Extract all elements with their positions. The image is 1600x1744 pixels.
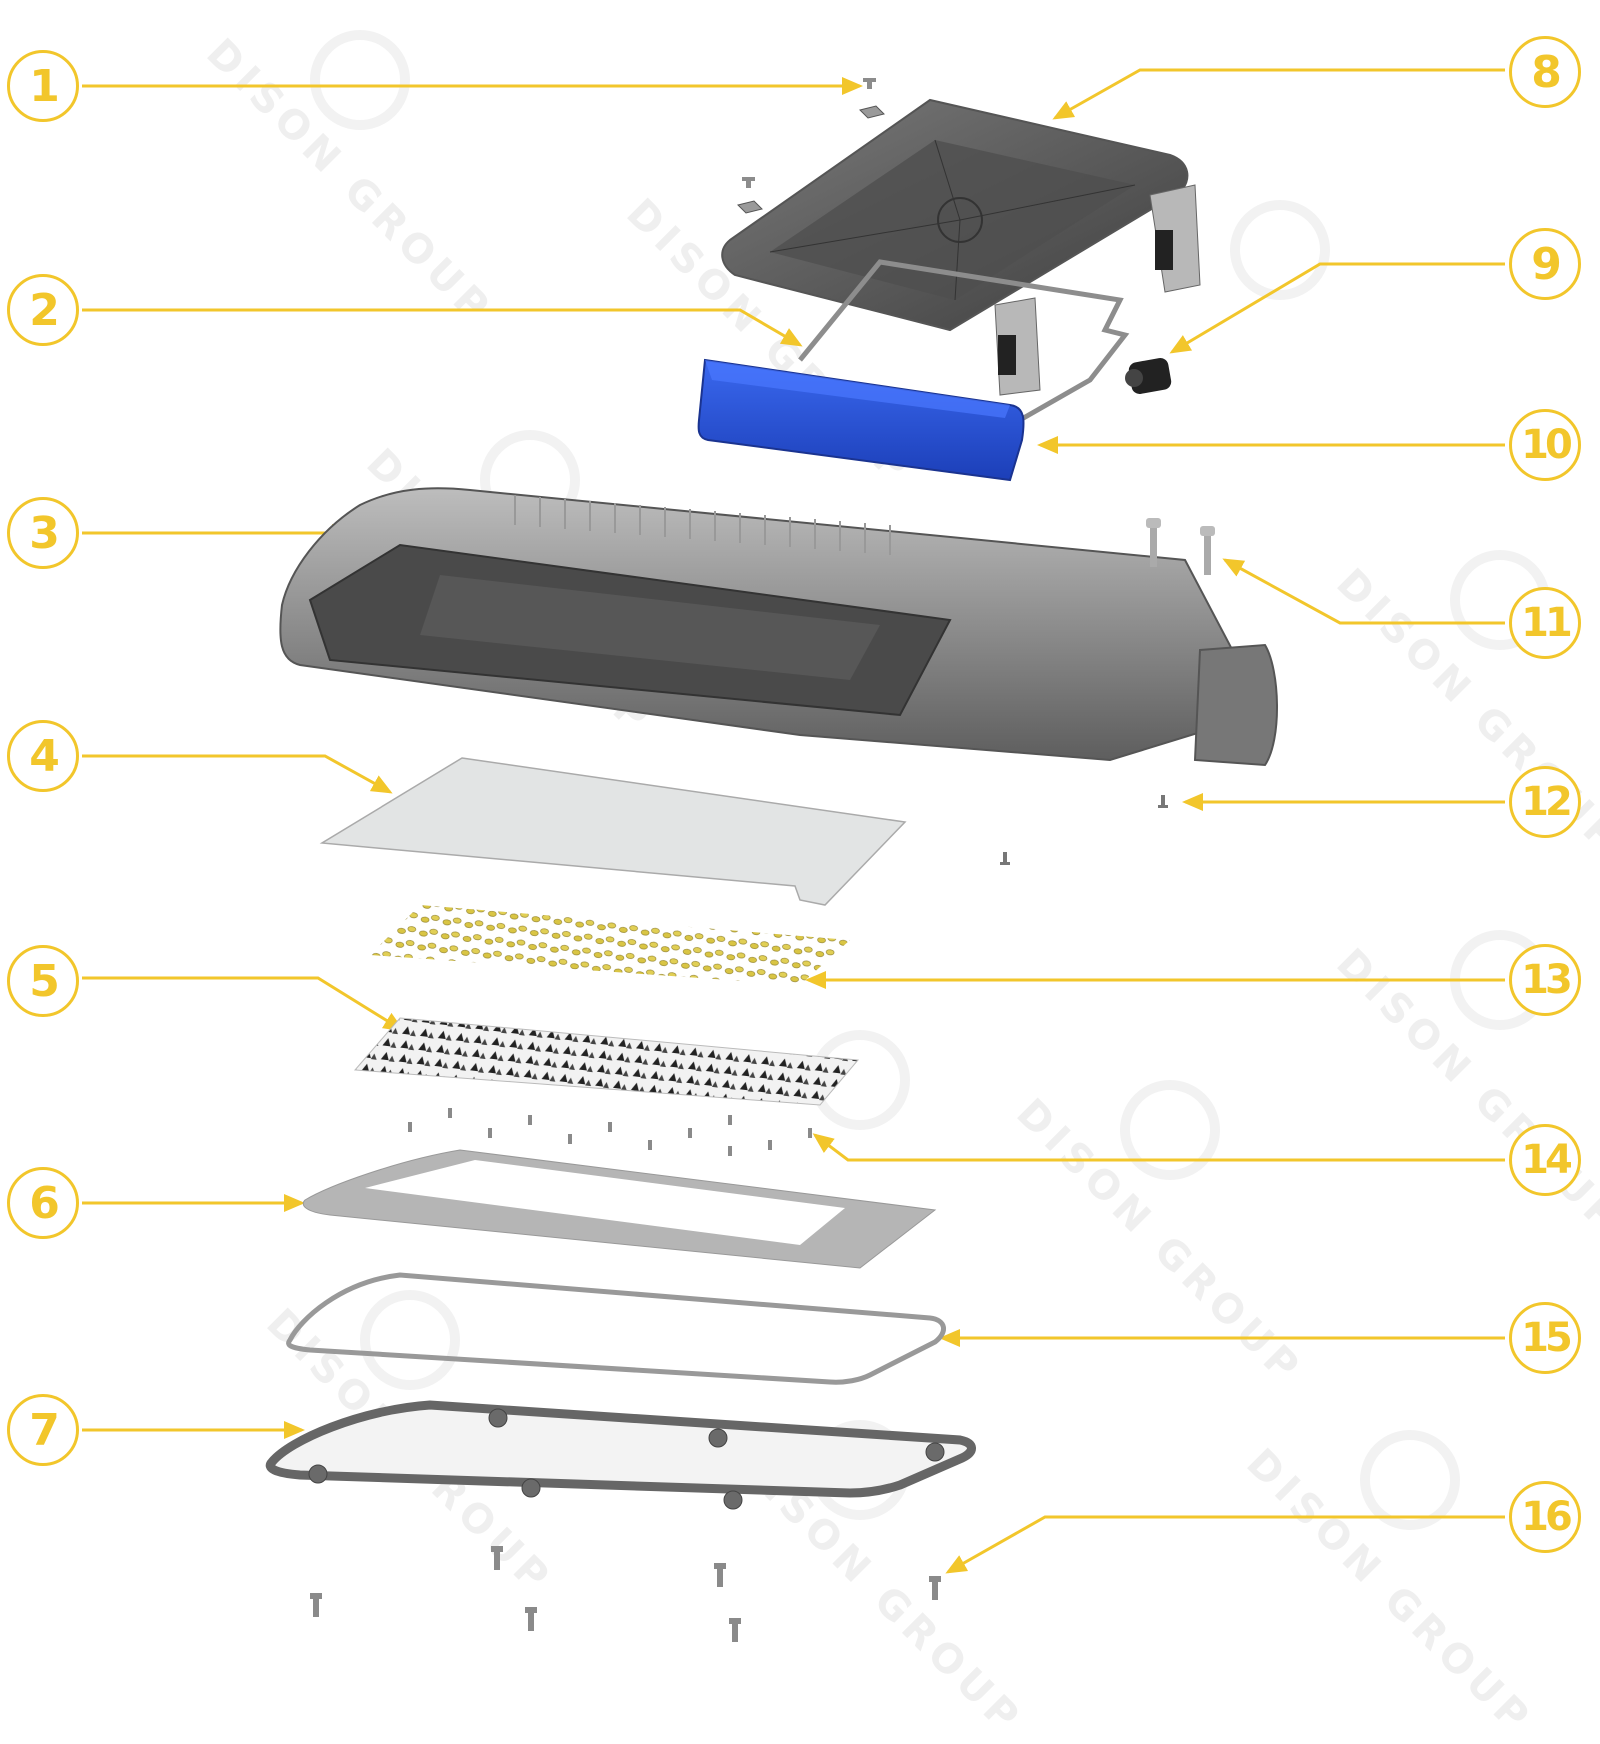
part-lens-array: [353, 1017, 860, 1106]
part-thermal-pad: [319, 757, 907, 906]
callout-8: 8: [1509, 36, 1581, 108]
leader-lines-left: [82, 77, 863, 1439]
callout-14: 14: [1509, 1124, 1581, 1196]
watermark-logo: [1120, 1080, 1220, 1180]
callout-4: 4: [7, 720, 79, 792]
part-reflector-frame: [302, 1149, 937, 1269]
callout-6: 6: [7, 1167, 79, 1239]
callout-10: 10: [1509, 409, 1581, 481]
callout-13: 13: [1509, 944, 1581, 1016]
part-driver-cover: [721, 98, 1201, 396]
callout-1: 1: [7, 50, 79, 122]
part-cable-gland: [1125, 358, 1172, 394]
watermark-logo: [1360, 1430, 1460, 1530]
part-lamp-housing: [279, 487, 1278, 767]
part-glass-frame: [265, 1400, 976, 1510]
part-frame-screws: [310, 1546, 941, 1642]
callout-9: 9: [1509, 228, 1581, 300]
watermark-logo: [1230, 200, 1330, 300]
callout-16: 16: [1509, 1481, 1581, 1553]
part-led-chips: [370, 905, 850, 985]
part-led-driver: [697, 358, 1025, 482]
watermark-logo: [310, 30, 410, 130]
callout-3: 3: [7, 497, 79, 569]
part-silicone-gasket: [286, 1272, 946, 1385]
part-lens-screws: [408, 1108, 812, 1156]
callout-15: 15: [1509, 1302, 1581, 1374]
leader-lines-right: [805, 68, 1505, 1574]
callout-5: 5: [7, 945, 79, 1017]
watermark-logo: [360, 1290, 460, 1390]
part-screw-washer: [737, 78, 885, 214]
callout-11: 11: [1509, 587, 1581, 659]
callout-2: 2: [7, 274, 79, 346]
part-gasket-wire: [798, 259, 1130, 423]
callout-12: 12: [1509, 766, 1581, 838]
part-housing-screws: [1000, 795, 1168, 865]
callout-7: 7: [7, 1394, 79, 1466]
